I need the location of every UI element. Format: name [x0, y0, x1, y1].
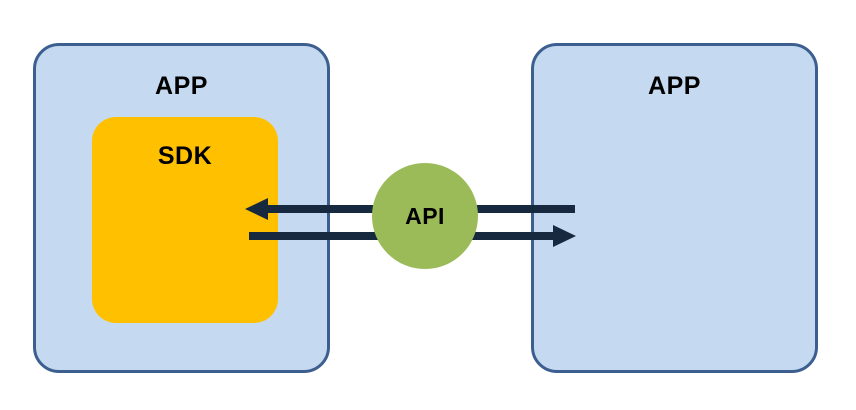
sdk-label: SDK — [157, 142, 213, 170]
api-label: API — [405, 203, 445, 229]
app-box-right[interactable]: APP — [531, 43, 818, 373]
app-right-label: APP — [648, 72, 701, 100]
api-circle[interactable]: API — [372, 163, 478, 269]
app-left-label: APP — [155, 72, 208, 100]
sdk-box[interactable]: SDK — [92, 117, 278, 323]
